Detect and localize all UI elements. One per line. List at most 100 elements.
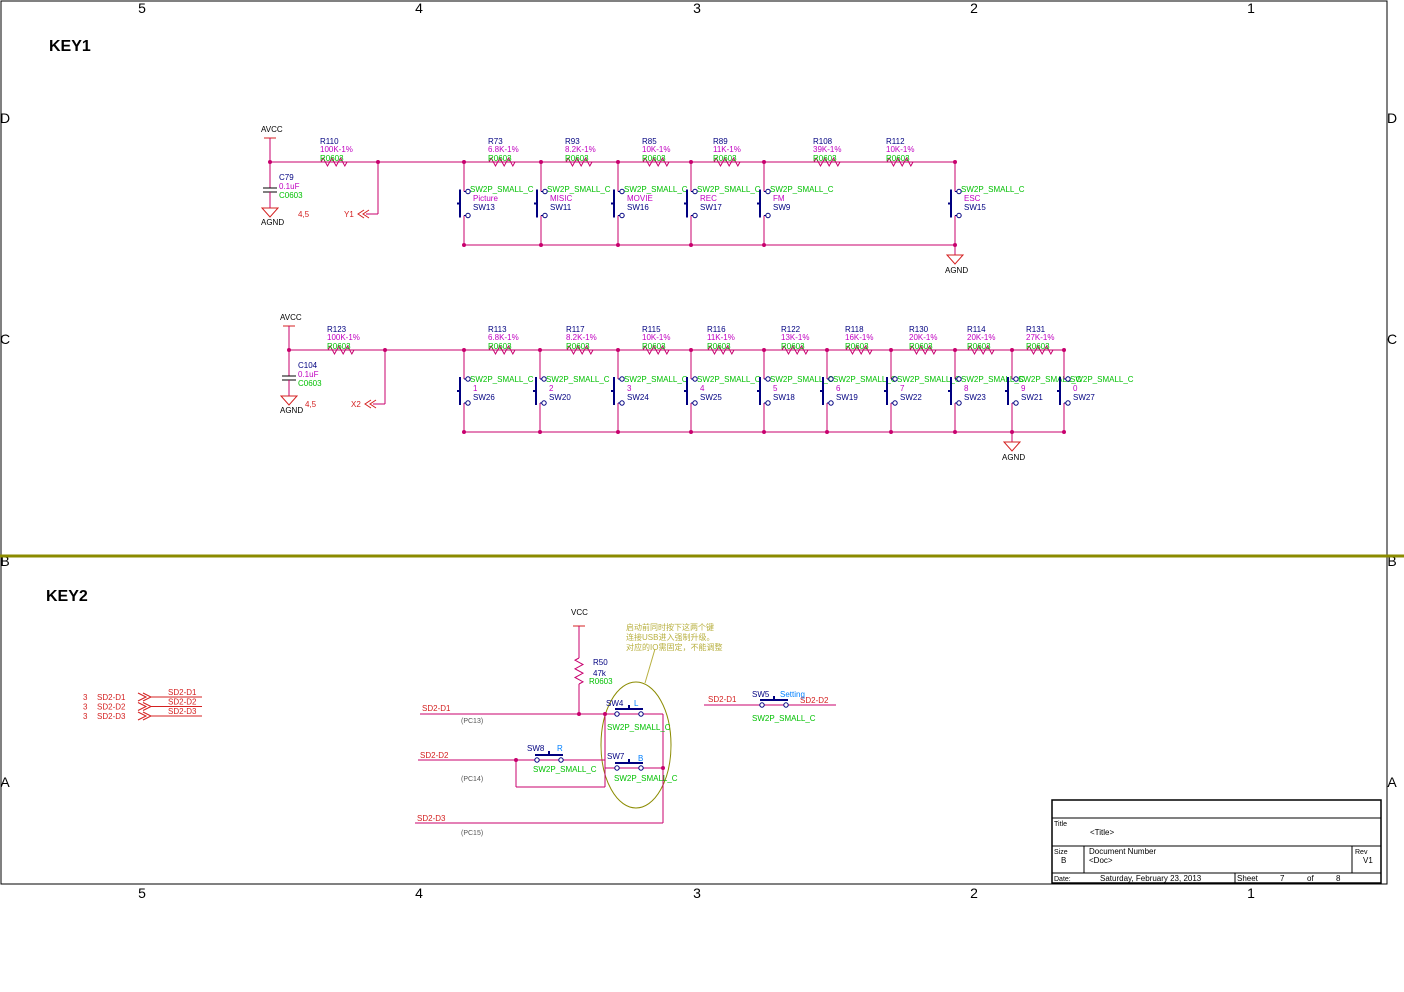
port-name: X2 <box>351 400 361 409</box>
ladder-resistor-ref: R115 <box>642 325 661 334</box>
switch-key-label: 6 <box>836 384 841 393</box>
title-block <box>1051 799 1382 884</box>
pullup-resistor-value: 47k <box>593 669 607 678</box>
rev-value: V1 <box>1363 856 1373 865</box>
switch-ref: SW22 <box>900 393 922 402</box>
ladder-resistor-footprint: R0603 <box>642 154 666 163</box>
ladder-ground <box>1002 441 1022 452</box>
boot-note: 启动前同时按下这两个键 <box>626 622 714 632</box>
ladder-resistor-value: 20K-1% <box>909 333 937 342</box>
switch-footprint: SW2P_SMALL_C <box>470 375 534 384</box>
ladder-resistor-value: 27K-1% <box>1026 333 1054 342</box>
switch-footprint: SW2P_SMALL_C <box>697 375 761 384</box>
zone-column-bottom: 3 <box>693 885 701 901</box>
ladder-resistor-value: 13K-1% <box>781 333 809 342</box>
switch-key-label: 9 <box>1021 384 1026 393</box>
ladder-resistor-footprint: R0603 <box>713 154 737 163</box>
ladder-resistor-footprint: R0603 <box>642 342 666 351</box>
boot-note: 对应的IO需固定，不能调整 <box>626 642 722 652</box>
offpage-arrow <box>137 692 153 702</box>
switch-contact <box>465 212 471 219</box>
cap-value: 0.1uF <box>279 182 300 191</box>
ladder-resistor-ref: R113 <box>488 325 507 334</box>
switch-contact <box>541 400 547 406</box>
net-sd2-d2: SD2-D2 <box>420 751 449 760</box>
switch-key-label: 1 <box>473 384 478 393</box>
cap-value: 0.1uF <box>298 370 319 379</box>
ladder-resistor <box>1026 344 1054 356</box>
zone-column-bottom: 5 <box>138 885 146 901</box>
switch-key-label: 2 <box>549 384 554 393</box>
sw7-label: B <box>638 754 643 763</box>
switch-footprint: SW2P_SMALL_C <box>770 185 834 194</box>
agnd-label: AGND <box>945 266 968 275</box>
sheet-value: 7 <box>1280 874 1285 883</box>
junction-dot <box>577 712 581 716</box>
offpage-name: SD2-D3 <box>97 712 126 721</box>
switch-contact <box>558 757 564 763</box>
zone-column-top: 3 <box>693 0 701 16</box>
note-pointer <box>644 648 656 684</box>
sw5-ref: SW5 <box>752 690 770 699</box>
offpage-pin: 3 <box>83 712 88 721</box>
switch-contact <box>638 765 644 771</box>
zone-row-right: B <box>1387 553 1396 569</box>
ladder-resistor-ref: R122 <box>781 325 801 334</box>
ladder-resistor-value: 10K-1% <box>886 145 914 154</box>
sw4-footprint: SW2P_SMALL_C <box>607 723 671 732</box>
switch-footprint: SW2P_SMALL_C <box>624 375 688 384</box>
ladder-resistor-value: 11K-1% <box>713 145 741 154</box>
switch-ref: SW21 <box>1021 393 1043 402</box>
ladder-resistor <box>845 344 873 356</box>
input-resistor <box>327 344 355 356</box>
docnum-value: <Doc> <box>1089 856 1113 865</box>
ladder-resistor-ref: R116 <box>707 325 726 334</box>
title-value: <Title> <box>1090 828 1114 837</box>
boot-keys-highlight <box>600 681 672 809</box>
ladder-resistor-footprint: R0603 <box>781 342 805 351</box>
offpage-pin: 3 <box>83 703 88 712</box>
switch-key-label: 0 <box>1073 384 1078 393</box>
switch-key-label: FM <box>773 194 785 203</box>
agnd-label: AGND <box>280 406 303 415</box>
input-resistor-ref: R123 <box>327 325 347 334</box>
offpage-net: SD2-D2 <box>168 698 197 707</box>
switch-ref: SW13 <box>473 203 495 212</box>
switch-key-label: 7 <box>900 384 905 393</box>
ladder-resistor-footprint: R0603 <box>566 342 590 351</box>
switch-contact <box>619 400 625 406</box>
zone-row-right: D <box>1387 110 1397 126</box>
switch-ref: SW15 <box>964 203 986 212</box>
ladder-resistor-value: 10K-1% <box>642 145 670 154</box>
ladder-resistor <box>813 156 841 168</box>
zone-row-left: D <box>0 110 10 126</box>
switch-ref: SW19 <box>836 393 858 402</box>
offpage-arrow <box>137 711 153 721</box>
switch-footprint: SW2P_SMALL_C <box>470 185 534 194</box>
ladder-resistor-footprint: R0603 <box>707 342 731 351</box>
docnum-label: Document Number <box>1089 847 1156 856</box>
avcc-label: AVCC <box>280 313 302 322</box>
gpio-pc14: (PC14) <box>461 776 483 783</box>
switch-contact <box>534 757 540 763</box>
switch-contact <box>765 400 771 406</box>
rev-label: Rev <box>1355 849 1368 856</box>
port-name: Y1 <box>344 210 354 219</box>
ladder-resistor-footprint: R0603 <box>488 154 512 163</box>
ladder-resistor-value: 16K-1% <box>845 333 873 342</box>
vcc-label: VCC <box>571 608 588 617</box>
section-title-key2: KEY2 <box>46 588 88 605</box>
offpage-arrow <box>137 702 153 711</box>
offpage-net: SD2-D3 <box>168 707 197 716</box>
switch-key-label: MISIC <box>550 194 572 203</box>
pullup-resistor-footprint: R0603 <box>589 677 613 686</box>
net-sd2-d3: SD2-D3 <box>417 814 446 823</box>
ladder-resistor-footprint: R0603 <box>1026 342 1050 351</box>
sw4-label: L <box>634 699 639 708</box>
ladder-resistor-footprint: R0603 <box>813 154 837 163</box>
sw8-ref: SW8 <box>527 744 545 753</box>
zone-column-bottom: 1 <box>1247 885 1255 901</box>
switch-contact <box>956 212 962 219</box>
sheet-border <box>0 0 1388 885</box>
ladder-resistor-value: 6.8K-1% <box>488 333 519 342</box>
